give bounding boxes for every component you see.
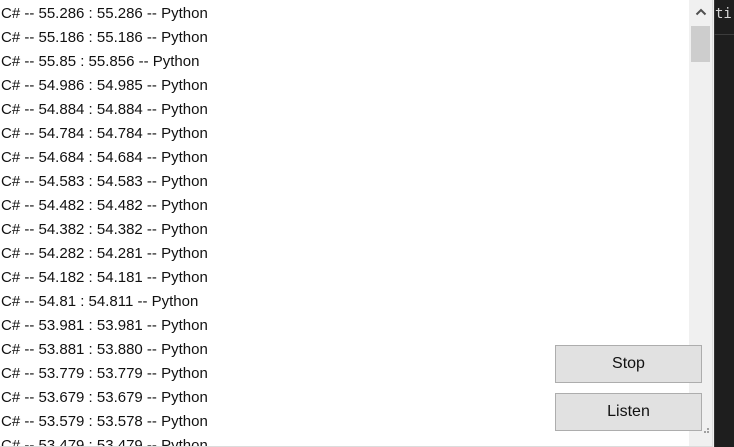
editor-edge-text: ti	[715, 6, 732, 22]
log-row[interactable]: C# -- 53.981 : 53.981 -- Python	[1, 317, 208, 334]
log-row[interactable]: C# -- 54.81 : 54.811 -- Python	[1, 293, 199, 310]
log-row[interactable]: C# -- 54.382 : 54.382 -- Python	[1, 221, 208, 238]
resize-grip-icon[interactable]	[701, 425, 709, 433]
log-row[interactable]: C# -- 54.583 : 54.583 -- Python	[1, 173, 208, 190]
editor-divider	[714, 34, 734, 35]
log-row[interactable]: C# -- 54.482 : 54.482 -- Python	[1, 197, 208, 214]
log-row[interactable]: C# -- 54.182 : 54.181 -- Python	[1, 269, 208, 286]
log-row[interactable]: C# -- 53.479 : 53.479 -- Python	[1, 437, 208, 447]
listen-button[interactable]: Listen	[555, 393, 702, 431]
log-row[interactable]: C# -- 55.286 : 55.286 -- Python	[1, 5, 208, 22]
log-row[interactable]: C# -- 53.881 : 53.880 -- Python	[1, 341, 208, 358]
chevron-up-icon	[695, 8, 706, 16]
log-row[interactable]: C# -- 54.282 : 54.281 -- Python	[1, 245, 208, 262]
app-window: C# -- 55.286 : 55.286 -- Python C# -- 55.…	[0, 0, 714, 447]
log-rows: C# -- 55.286 : 55.286 -- Python C# -- 55.…	[1, 2, 687, 447]
log-row[interactable]: C# -- 54.884 : 54.884 -- Python	[1, 101, 208, 118]
log-row[interactable]: C# -- 54.986 : 54.985 -- Python	[1, 77, 208, 94]
editor-border	[714, 0, 715, 447]
vertical-scrollbar[interactable]	[689, 0, 712, 446]
scroll-thumb[interactable]	[691, 26, 710, 62]
log-row[interactable]: C# -- 53.579 : 53.578 -- Python	[1, 413, 208, 430]
log-listbox[interactable]: C# -- 55.286 : 55.286 -- Python C# -- 55.…	[0, 0, 713, 447]
log-row[interactable]: C# -- 55.186 : 55.186 -- Python	[1, 29, 208, 46]
log-row[interactable]: C# -- 55.85 : 55.856 -- Python	[1, 53, 200, 70]
log-row[interactable]: C# -- 53.679 : 53.679 -- Python	[1, 389, 208, 406]
log-row[interactable]: C# -- 53.779 : 53.779 -- Python	[1, 365, 208, 382]
log-row[interactable]: C# -- 54.684 : 54.684 -- Python	[1, 149, 208, 166]
background-editor-window: ti	[714, 0, 734, 447]
log-row[interactable]: C# -- 54.784 : 54.784 -- Python	[1, 125, 208, 142]
stop-button[interactable]: Stop	[555, 345, 702, 383]
scroll-up-button[interactable]	[689, 0, 712, 24]
